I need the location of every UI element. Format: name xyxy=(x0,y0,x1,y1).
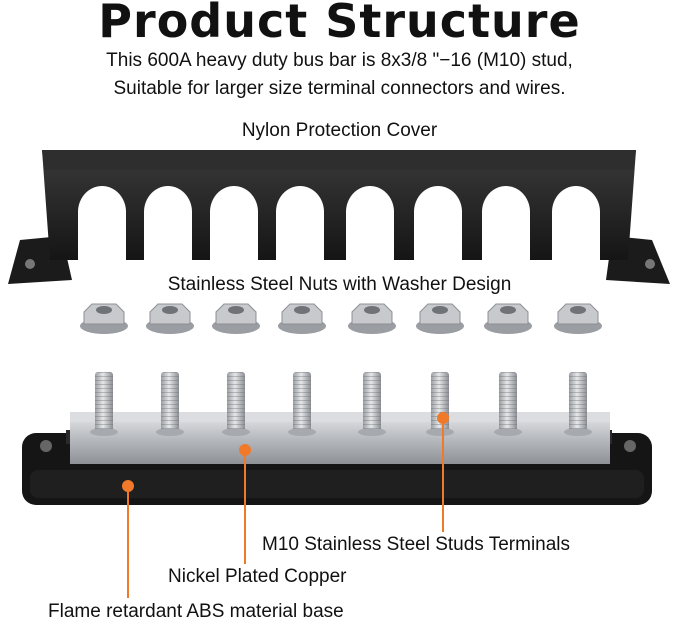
stud xyxy=(358,372,386,436)
cover-foot-hole-left xyxy=(25,259,35,269)
subtitle-line-1: This 600A heavy duty bus bar is 8x3/8 "−… xyxy=(106,50,573,71)
cover-foot-hole-right xyxy=(645,259,655,269)
label-nylon-cover: Nylon Protection Cover xyxy=(241,120,438,141)
nut xyxy=(80,303,128,334)
label-studs: M10 Stainless Steel Studs Terminals xyxy=(262,534,571,555)
label-copper: Nickel Plated Copper xyxy=(168,566,347,587)
label-base: Flame retardant ABS material base xyxy=(48,601,344,622)
label-nuts: Stainless Steel Nuts with Washer Design xyxy=(167,274,512,295)
stud xyxy=(494,372,522,436)
callout-dot-base xyxy=(122,480,134,492)
nut xyxy=(416,303,464,334)
nuts-row xyxy=(80,303,602,334)
nut xyxy=(212,303,260,334)
stud xyxy=(222,372,250,436)
stud xyxy=(288,372,316,436)
callouts xyxy=(122,412,449,598)
stud xyxy=(90,372,118,436)
nylon-cover xyxy=(8,150,670,284)
callout-dot-studs xyxy=(437,412,449,424)
cover-hole xyxy=(414,186,462,262)
subtitle-line-2: Suitable for larger size terminal connec… xyxy=(113,78,566,99)
nut xyxy=(484,303,532,334)
cover-hole xyxy=(78,186,126,262)
base-hole-left xyxy=(40,440,52,452)
cover-hole xyxy=(482,186,530,262)
nut xyxy=(554,303,602,334)
nut xyxy=(278,303,326,334)
cover-hole xyxy=(144,186,192,262)
cover-holes xyxy=(78,186,600,262)
nut xyxy=(348,303,396,334)
callout-dot-copper xyxy=(239,444,251,456)
base-hole-right xyxy=(624,440,636,452)
stud xyxy=(564,372,592,436)
cover-hole xyxy=(346,186,394,262)
cover-hole xyxy=(552,186,600,262)
cover-hole xyxy=(210,186,258,262)
page-title: Product Structure xyxy=(98,0,581,48)
cover-hole xyxy=(276,186,324,262)
busbar-assembly xyxy=(22,372,652,505)
nut xyxy=(146,303,194,334)
stud xyxy=(156,372,184,436)
